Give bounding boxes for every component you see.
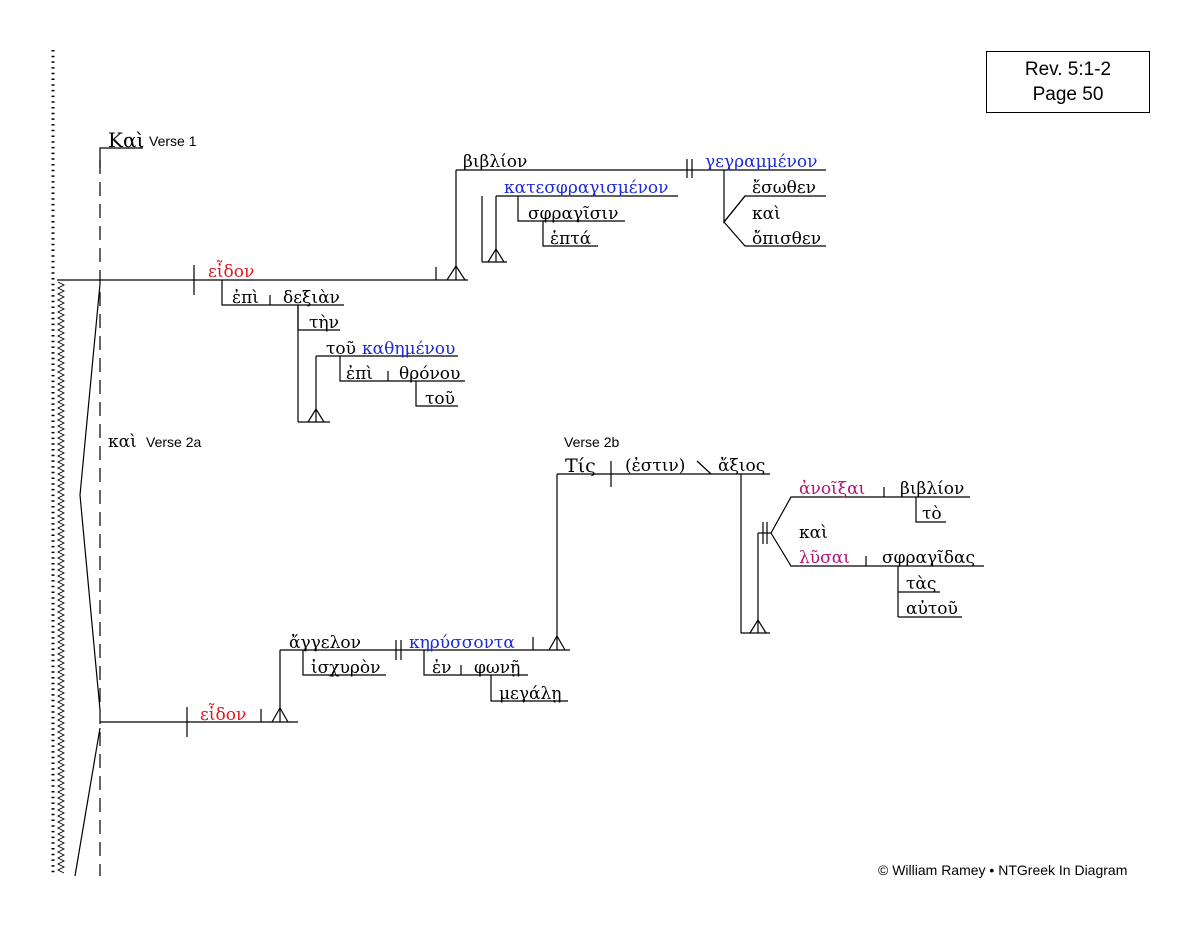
v2a-noun: φωνῇ <box>474 658 521 678</box>
v2a-prep: ἐν <box>432 658 452 678</box>
v1-dat1: σφραγῖσιν <box>528 204 619 224</box>
kai-bracket <box>99 147 143 168</box>
v1-obj1: δεξιὰν <box>283 288 340 308</box>
v1-prep1: ἐπὶ <box>232 288 259 308</box>
v1-num1: ἑπτά <box>550 229 592 249</box>
reference-passage: Rev. 5:1-2 <box>1024 59 1112 80</box>
v2a-kai: καὶ <box>108 432 137 452</box>
v1-label: Verse 1 <box>149 133 197 149</box>
v1-dobj: βιβλίον <box>463 152 528 172</box>
v1-adv1: ἔσωθεν <box>752 178 816 198</box>
v1-ptc2: γεγραμμένον <box>705 152 818 172</box>
v2a-dobj: ἄγγελον <box>289 633 361 653</box>
v2b-art1: τὸ <box>922 504 942 524</box>
v1-obj2: θρόνου <box>399 364 461 384</box>
v2b-pron: αὐτοῦ <box>906 599 958 619</box>
conjunction-chevron <box>79 283 101 711</box>
v1-art2: τοῦ <box>326 339 356 359</box>
v2b-art2: τὰς <box>906 574 937 594</box>
v1-ptc3: κατεσφραγισμένον <box>504 178 669 198</box>
v2a-verb: εἶδον <box>200 705 247 725</box>
v2b-inf2: λῦσαι <box>799 548 850 568</box>
lower-slant <box>74 727 101 877</box>
zigzag-connector <box>56 281 66 874</box>
v1-art3: τοῦ <box>425 389 455 409</box>
v1-prep2: ἐπὶ <box>346 364 373 384</box>
v1-kai2: καὶ <box>752 204 781 224</box>
v1-art1: τὴν <box>309 313 339 333</box>
v2b-label: Verse 2b <box>564 434 620 450</box>
v1-ptc1: καθημένου <box>362 339 456 359</box>
v1-kai: Καὶ <box>108 128 145 152</box>
v2a-ptc: κηρύσσοντα <box>409 633 515 653</box>
v2b-obj1: βιβλίον <box>900 479 965 499</box>
v1-prep-phrase <box>221 280 344 306</box>
copyright-notice: © William Ramey • NTGreek In Diagram <box>878 862 1128 878</box>
v1-verb: εἶδον <box>208 262 255 282</box>
reference-page: Page 50 <box>1032 84 1104 105</box>
v2b-pred: ἄξιος <box>718 456 766 476</box>
v1-adv2: ὄπισθεν <box>752 229 822 249</box>
v2b-kai: καὶ <box>799 523 828 543</box>
v2b-subj: Τίς <box>565 455 596 477</box>
v2a-label: Verse 2a <box>146 434 202 450</box>
v2b-inf1: ἀνοῖξαι <box>799 479 866 499</box>
v2b-verb: (ἐστιν) <box>625 456 686 476</box>
v2a-adj2: μεγάλῃ <box>499 684 562 704</box>
reference-box: Rev. 5:1-2 Page 50 <box>986 51 1150 113</box>
v2a-adj: ἰσχυρὸν <box>311 658 381 678</box>
v2b-obj2: σφραγῖδας <box>882 548 976 568</box>
